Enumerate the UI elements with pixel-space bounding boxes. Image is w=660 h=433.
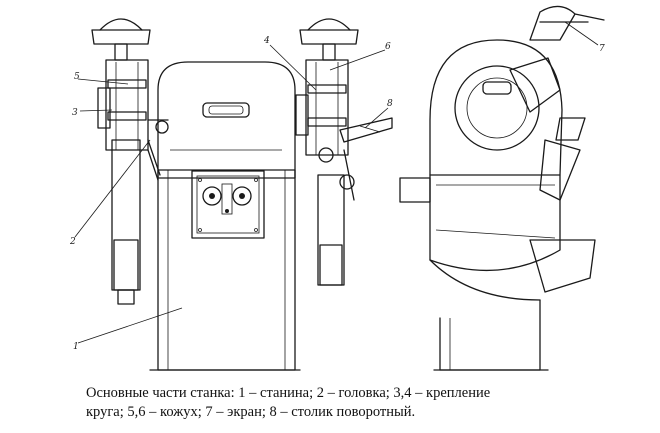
- control-panel: [191, 170, 265, 239]
- leader-lines: [74, 21, 599, 344]
- label-3: 3: [72, 108, 78, 118]
- side-motor: [429, 39, 563, 176]
- side-base: [439, 299, 541, 371]
- part-labels: 1 2 3 4 5 6 7 8: [69, 36, 605, 352]
- motor-housing: [157, 61, 296, 179]
- label-7: 7: [599, 44, 605, 54]
- side-tray: [529, 239, 596, 293]
- swivel-table: [339, 117, 393, 143]
- stand-body: [157, 169, 296, 371]
- left-wheel-guard: [105, 59, 149, 151]
- side-wheel-guard: [509, 57, 561, 113]
- left-column: [111, 139, 141, 291]
- caption-line-2: круга; 5,6 – кожух; 7 – экран; 8 – столи…: [86, 404, 416, 420]
- label-6: 6: [385, 42, 391, 52]
- front-view: [91, 18, 393, 371]
- figure-caption: Основные части станка: 1 – станина; 2 – …: [86, 384, 606, 422]
- side-view: [399, 5, 605, 371]
- caption-line-1: Основные части станка: 1 – станина; 2 – …: [86, 385, 491, 401]
- label-5: 5: [74, 72, 80, 82]
- right-wheel-guard: [305, 59, 349, 156]
- side-screen: [529, 5, 576, 41]
- right-column: [317, 174, 345, 286]
- label-4: 4: [263, 36, 270, 46]
- label-2: 2: [69, 237, 76, 247]
- label-8: 8: [387, 99, 393, 109]
- side-panel: [399, 177, 431, 203]
- label-1: 1: [73, 342, 79, 352]
